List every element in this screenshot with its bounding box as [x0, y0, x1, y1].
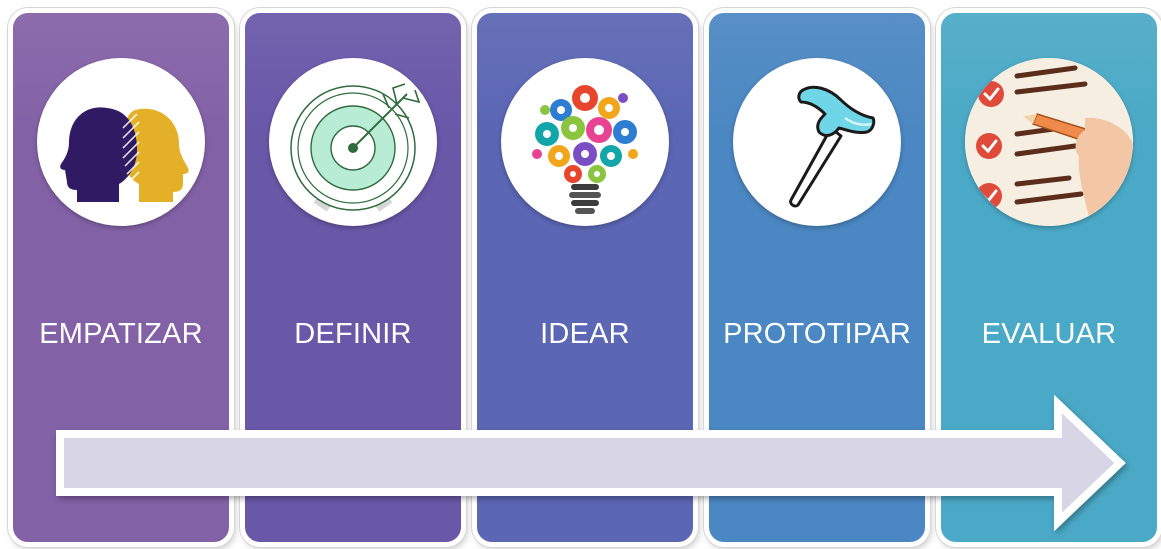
stage-panel-empatizar: EMPATIZAR — [8, 8, 234, 547]
stage-label-evaluar: EVALUAR — [981, 318, 1117, 350]
stage-panel-definir: DEFINIR — [240, 8, 466, 547]
stage-label-definir: DEFINIR — [294, 318, 412, 350]
icon-circle — [501, 58, 669, 226]
stage-label-idear: IDEAR — [540, 318, 630, 350]
stage-panel-evaluar: EVALUAR — [936, 8, 1161, 547]
icon-circle — [269, 58, 437, 226]
lightbulb-gears-icon — [532, 85, 638, 214]
two-heads-icon — [60, 107, 189, 202]
icon-circle — [965, 58, 1133, 226]
checklist-icon — [965, 58, 1133, 226]
icon-circle — [733, 58, 901, 226]
stage-label-empatizar: EMPATIZAR — [39, 318, 203, 350]
stage-label-prototipar: PROTOTIPAR — [723, 318, 911, 350]
stage-panel-idear: IDEAR — [472, 8, 698, 547]
stage-panel-prototipar: PROTOTIPAR — [704, 8, 930, 547]
target-arrow-icon — [290, 83, 421, 212]
icon-circle — [37, 58, 205, 226]
hammer-icon — [789, 85, 876, 208]
